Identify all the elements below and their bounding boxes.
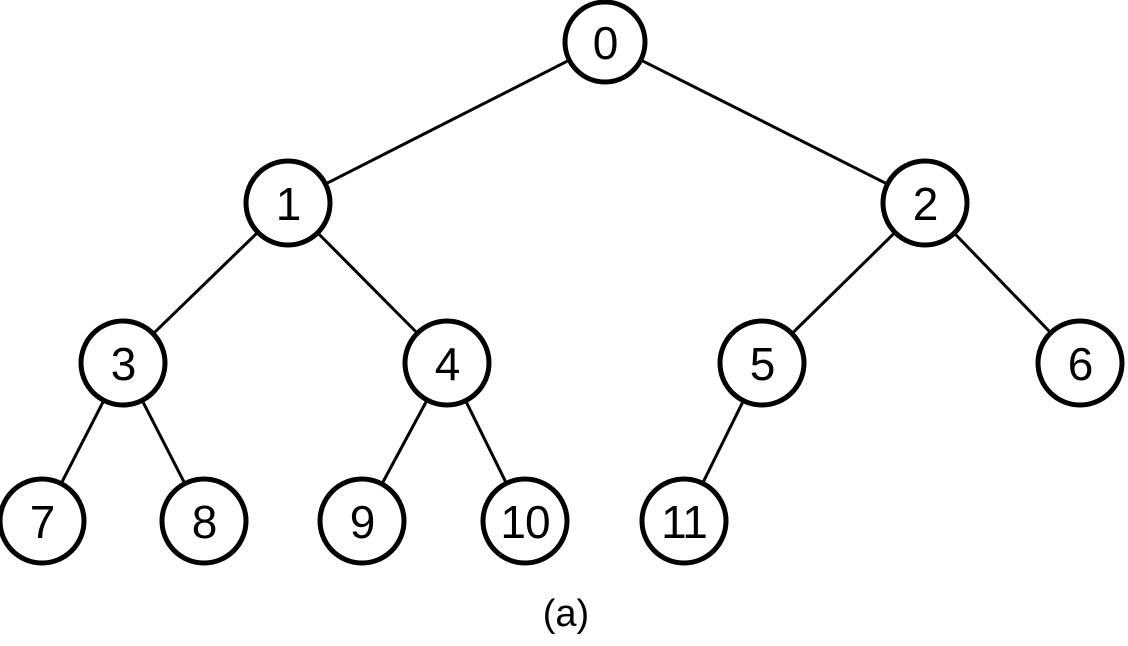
tree-node-circle [78,318,168,408]
tree-node[interactable]: 8 [159,476,249,566]
tree-edge [141,400,186,484]
tree-node-label: 0 [593,17,618,69]
tree-node[interactable]: 10 [480,476,570,566]
tree-edge [791,232,896,334]
tree-node-circle [0,476,87,566]
tree-node-label: 5 [750,338,775,390]
tree-node-circle [480,476,570,566]
tree-node[interactable]: 3 [78,318,168,408]
tree-node-label: 2 [913,178,938,230]
tree-node[interactable]: 0 [562,0,648,85]
tree-node-circle [159,476,249,566]
tree-node-label: 9 [350,496,375,548]
tree-edge [317,232,418,334]
tree-node[interactable]: 2 [880,158,970,248]
tree-node[interactable]: 7 [0,476,87,566]
tree-edge [325,59,570,185]
tree-node-circle [562,0,648,85]
figure-caption: (a) [543,593,589,635]
tree-node[interactable]: 9 [317,476,407,566]
tree-node[interactable]: 11 [639,476,729,566]
tree-node[interactable]: 4 [402,318,492,408]
tree-edge [60,400,105,484]
tree-node-label: 11 [661,496,707,548]
tree-edge [152,231,259,335]
tree-node-circle [880,158,970,248]
tree-edges-group [60,59,1052,484]
tree-node-label: 7 [30,496,55,548]
tree-node[interactable]: 5 [717,318,807,408]
tree-node[interactable]: 1 [243,158,333,248]
tree-node-label: 10 [500,496,549,548]
tree-edge [381,400,428,484]
tree-node[interactable]: 6 [1035,318,1125,408]
tree-edge [464,400,508,484]
tree-node-circle [243,158,333,248]
tree-edge [701,400,745,484]
tree-nodes-group: 0 1 2 3 4 5 6 7 8 9 10 11 [0,0,1125,566]
tree-node-label: 4 [435,338,460,390]
tree-edge [640,59,888,186]
tree-edge [953,232,1052,334]
tree-node-circle [1035,318,1125,408]
tree-node-label: 3 [111,338,136,390]
tree-node-circle [639,476,729,566]
tree-node-label: 8 [192,496,217,548]
tree-node-label: 6 [1068,338,1093,390]
tree-node-circle [717,318,807,408]
tree-node-label: 1 [276,178,301,230]
tree-node-circle [402,318,492,408]
tree-node-circle [317,476,407,566]
